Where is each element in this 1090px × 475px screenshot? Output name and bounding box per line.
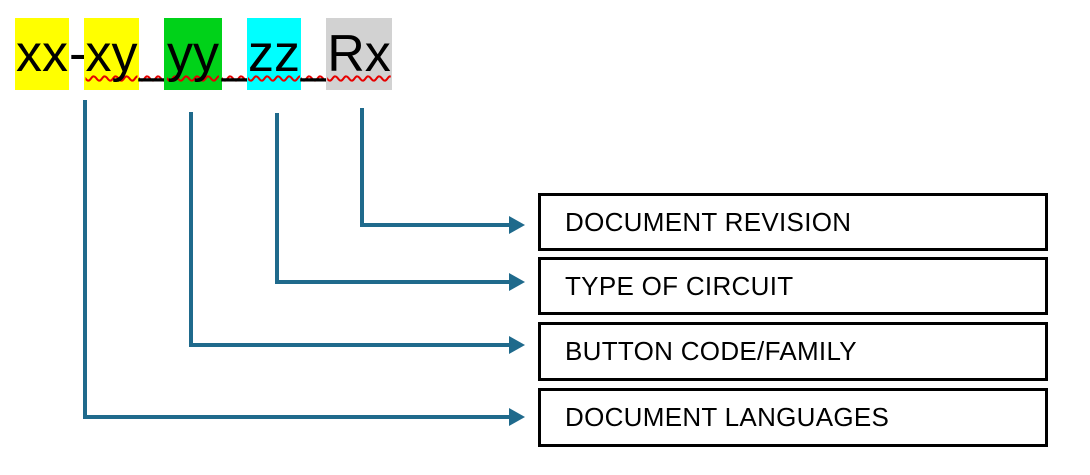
label-text: BUTTON CODE/FAMILY [565,336,857,366]
connector-horizontal-line [189,343,509,347]
label-box-type-of-circuit: TYPE OF CIRCUIT [538,257,1048,315]
connector-horizontal-line [360,223,509,227]
arrow-right-icon [509,408,525,426]
arrow-right-icon [509,216,525,234]
code-segment-yy: yy [164,18,222,90]
code-separator-underscore: _ [139,25,168,83]
connector-vertical-line [189,112,193,347]
arrow-right-icon [509,273,525,291]
connector-vertical-line [275,113,279,284]
code-separator-underscore: _ [222,25,251,83]
label-box-document-revision: DOCUMENT REVISION [538,193,1048,251]
code-segment-zz: zz [247,18,301,90]
label-text: DOCUMENT REVISION [565,206,852,237]
code-separator-hyphen: - [69,25,87,83]
label-text: DOCUMENT LANGUAGES [565,402,890,432]
label-box-button-code-family: BUTTON CODE/FAMILY [538,322,1048,381]
connector-horizontal-line [275,280,509,284]
code-segment-xy: xy [84,18,139,90]
label-box-document-languages: DOCUMENT LANGUAGES [538,388,1048,447]
connector-vertical-line [83,100,87,419]
label-text: TYPE OF CIRCUIT [565,270,794,301]
connector-vertical-line [360,108,364,227]
connector-horizontal-line [83,415,509,419]
code-segment-rx: Rx [326,18,392,90]
arrow-right-icon [509,336,525,354]
code-segment-xx: xx [15,18,69,90]
code-separator-underscore: _ [301,25,330,83]
